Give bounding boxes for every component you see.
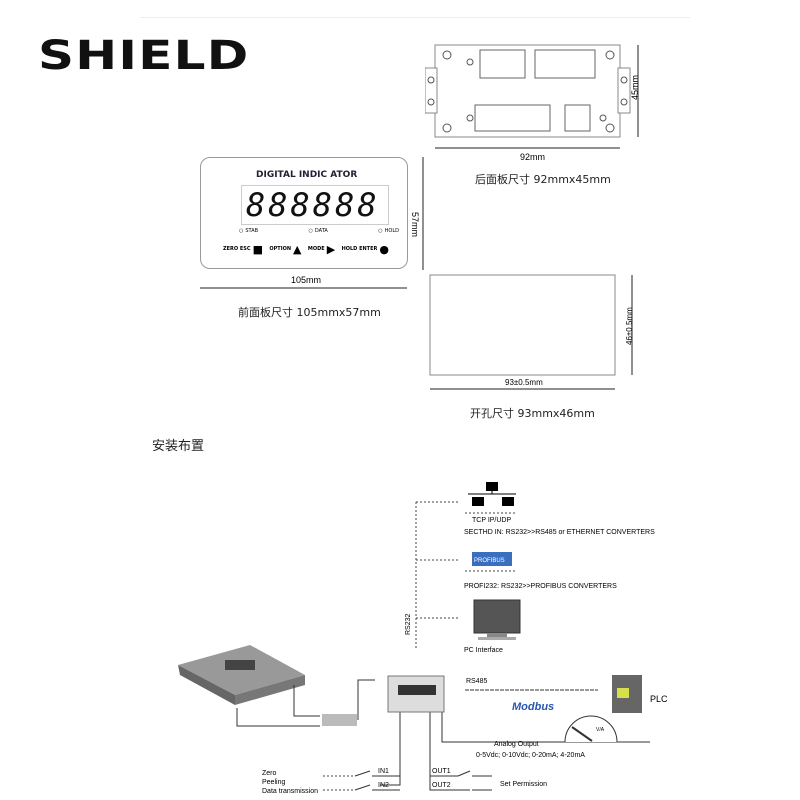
rear-panel-caption: 后面板尺寸 92mmx45mm xyxy=(475,173,611,186)
input-data-transmission: Data transmission xyxy=(262,788,318,795)
meter-icon xyxy=(564,715,618,743)
led-label: HOLD xyxy=(384,228,399,234)
front-height-label: 57mm xyxy=(410,212,420,237)
led-data: ○DATA xyxy=(309,228,328,235)
profibus-logo xyxy=(472,552,512,566)
terminal-block xyxy=(534,49,596,79)
led-hold: ○HOLD xyxy=(378,228,399,235)
front-panel-caption: 前面板尺寸 105mmx57mm xyxy=(238,306,381,319)
in2-label: IN2 xyxy=(378,782,389,789)
secthd-label: SECTHD IN: RS232>>RS485 or ETHERNET CONV… xyxy=(464,529,655,536)
cutout-height-label: 46±0.5mm xyxy=(625,307,634,345)
modbus-logo: Modbus xyxy=(512,701,554,713)
meter-needle xyxy=(571,726,593,742)
rear-height-label: 45mm xyxy=(630,75,640,100)
rear-width-label: 92mm xyxy=(520,152,545,162)
option-button[interactable]: OPTION▲ xyxy=(269,243,301,256)
platform-scale xyxy=(178,645,305,705)
section-title: 安装布置 xyxy=(152,439,205,454)
plc-label: PLC xyxy=(650,694,668,704)
load-cell-junction xyxy=(322,714,357,726)
front-width-label: 105mm xyxy=(291,275,321,285)
hold-enter-button[interactable]: HOLD ENTER● xyxy=(342,243,389,256)
tcp-label: TCP IP/UDP xyxy=(472,517,511,524)
button-label: MODE xyxy=(307,245,325,252)
cutout-drawing: 46±0.5mm 93±0.5mm xyxy=(429,274,634,390)
rs232-label: RS232 xyxy=(405,613,412,635)
input-peeling: Peeling xyxy=(262,779,285,786)
display-digits: 888888 xyxy=(246,186,380,224)
front-panel: DIGITAL INDIC ATOR 888888 ○STAB ○DATA ○H… xyxy=(200,157,408,269)
button-label: HOLD ENTER xyxy=(341,245,378,252)
display: 888888 xyxy=(241,185,389,225)
rs485-label: RS485 xyxy=(466,678,488,685)
analog-label: Analog Output xyxy=(494,741,539,748)
out2-label: OUT2 xyxy=(432,782,451,789)
up-arrow-icon: ▲ xyxy=(293,242,302,256)
cutout-caption: 开孔尺寸 93mmx46mm xyxy=(470,407,595,420)
rear-panel-drawing: 45mm 92mm xyxy=(425,44,640,162)
pc-label: PC Interface xyxy=(464,647,503,654)
divider xyxy=(140,17,690,18)
network-icon xyxy=(468,482,516,506)
analog-ranges: 0-5Vdc; 0-10Vdc; 0-20mA; 4-20mA xyxy=(476,752,585,759)
indicator-title: DIGITAL INDIC ATOR xyxy=(256,170,358,180)
brand-logo: SHIELD xyxy=(38,33,250,79)
pc-icon xyxy=(473,599,521,640)
screw-icons xyxy=(427,50,628,133)
record-icon: ● xyxy=(379,242,389,256)
led-icon: ○ xyxy=(308,228,313,234)
profi-label: PROFI232: RS232>>PROFIBUS CONVERTERS xyxy=(464,583,617,590)
wiring-diagram: TCP IP/UDP SECTHD IN: RS232>>RS485 or ET… xyxy=(178,482,668,795)
mounting-bracket xyxy=(425,67,438,114)
led-label: STAB xyxy=(245,228,259,234)
switch-icons xyxy=(354,770,492,791)
stop-icon: ■ xyxy=(252,242,263,256)
button-label: OPTION xyxy=(269,245,292,252)
button-label: ZERO ESC xyxy=(223,245,251,252)
cutout-rect xyxy=(429,274,616,376)
terminal-block xyxy=(479,49,526,79)
indicator-device xyxy=(387,675,445,713)
cutout-width-label: 93±0.5mm xyxy=(505,378,543,387)
led-stab: ○STAB xyxy=(239,228,258,235)
rs232-lines xyxy=(323,501,515,791)
mounting-bracket xyxy=(617,67,631,114)
meter-label: V/A xyxy=(596,727,605,733)
play-icon: ▶ xyxy=(326,242,336,256)
led-icon: ○ xyxy=(239,228,244,234)
terminal-block xyxy=(564,104,591,132)
led-icon: ○ xyxy=(378,228,383,234)
set-permission-label: Set Permission xyxy=(500,781,547,788)
profibus-logo-text: PROFIBUS xyxy=(474,558,505,564)
led-label: DATA xyxy=(314,228,328,234)
zero-esc-button[interactable]: ZERO ESC■ xyxy=(223,243,263,256)
input-zero: Zero xyxy=(262,770,277,777)
plc-icon xyxy=(612,675,642,713)
in1-label: IN1 xyxy=(378,768,389,775)
front-dimensions: 57mm 105mm xyxy=(200,157,424,289)
out1-label: OUT1 xyxy=(432,768,451,775)
terminal-block xyxy=(474,104,551,132)
mode-button[interactable]: MODE▶ xyxy=(308,243,335,256)
